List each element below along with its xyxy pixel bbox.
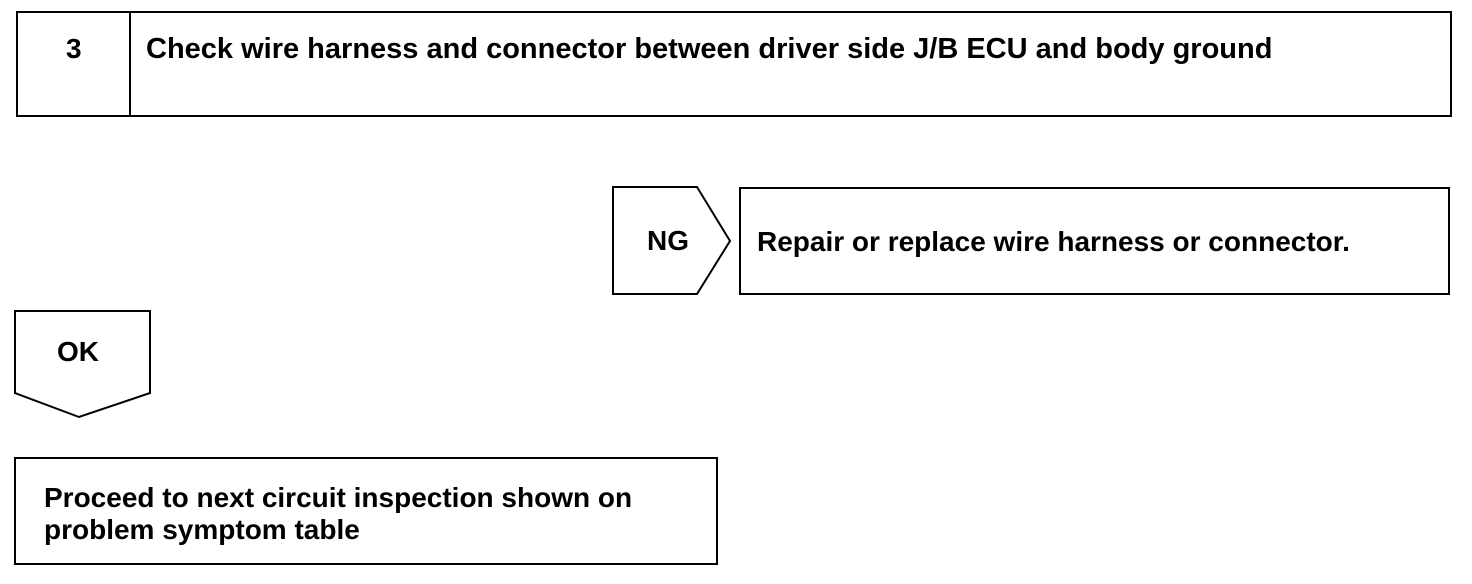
step-title: Check wire harness and connector between… — [146, 33, 1273, 65]
step-box: 3 Check wire harness and connector betwe… — [16, 11, 1452, 117]
ok-result-text: Proceed to next circuit inspection shown… — [44, 482, 633, 545]
step-number: 3 — [66, 33, 82, 64]
ok-label: OK — [57, 336, 99, 367]
ng-result-text: Repair or replace wire harness or connec… — [757, 226, 1350, 257]
ok-result-box: Proceed to next circuit inspection shown… — [14, 457, 718, 565]
step-number-cell: 3 — [18, 13, 131, 115]
ng-result-box: Repair or replace wire harness or connec… — [739, 187, 1450, 295]
ng-label: NG — [647, 225, 689, 256]
